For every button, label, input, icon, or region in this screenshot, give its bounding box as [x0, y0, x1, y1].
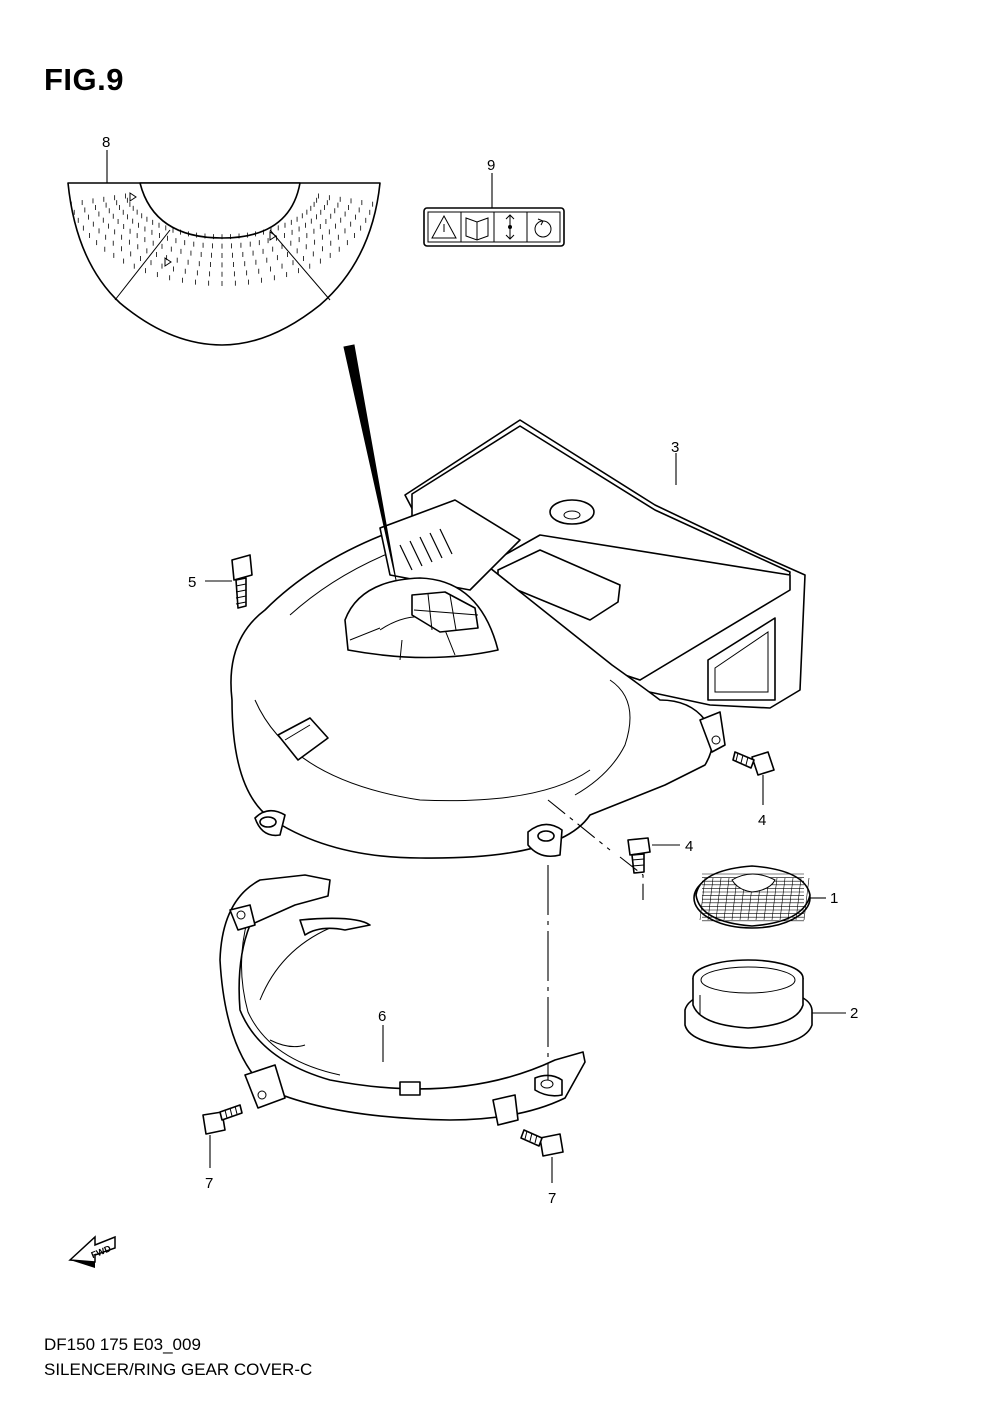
- rotation-icon: [534, 218, 552, 238]
- part-7-bolt-left[interactable]: [202, 1104, 243, 1135]
- part-4-bolt-upper[interactable]: [732, 751, 775, 776]
- part-5-bolt[interactable]: [231, 554, 253, 609]
- part-9-label[interactable]: [423, 207, 565, 247]
- forward-arrow-icon: FWD: [68, 1235, 116, 1268]
- figure-title: FIG.9: [44, 62, 125, 97]
- callout-1: 1: [830, 890, 838, 907]
- warning-triangle-icon: [431, 214, 457, 239]
- callout-5: 5: [188, 574, 196, 591]
- ring-gear-cover-body[interactable]: [230, 499, 726, 859]
- part-7-bolt-right[interactable]: [520, 1129, 564, 1157]
- pointer-arrow: [343, 344, 397, 581]
- part-6-ring-gear-cover[interactable]: [219, 874, 586, 1126]
- leader-lines: [106, 150, 846, 1183]
- callout-8: 8: [102, 134, 110, 151]
- callout-2: 2: [850, 1005, 858, 1022]
- callout-6: 6: [378, 1008, 386, 1025]
- callout-9: 9: [487, 157, 495, 174]
- callout-3: 3: [671, 439, 679, 456]
- part-1-grille[interactable]: [693, 865, 811, 929]
- figure-name: SILENCER/RING GEAR COVER-C: [44, 1360, 313, 1379]
- callout-4-lower: 4: [685, 838, 693, 855]
- callout-7-right: 7: [548, 1190, 556, 1207]
- callout-7-left: 7: [205, 1175, 213, 1192]
- part-4-bolt-lower[interactable]: [627, 837, 651, 874]
- manual-book-icon: [465, 217, 489, 241]
- figure-code: DF150 175 E03_009: [44, 1335, 201, 1354]
- part-3-silencer-box[interactable]: [404, 419, 806, 709]
- up-down-arrow-icon: [505, 214, 515, 240]
- part-8-decal[interactable]: [67, 182, 381, 346]
- callout-4-upper: 4: [758, 812, 766, 829]
- part-2-ring[interactable]: [684, 959, 813, 1049]
